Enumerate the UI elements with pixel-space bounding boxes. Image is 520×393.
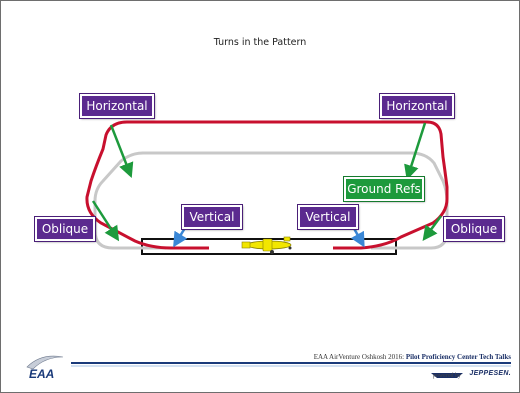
eaa-logo-swoosh: [26, 355, 64, 370]
eaa-logo: EAA: [29, 367, 55, 381]
label-horizontal-right: Horizontal: [379, 93, 455, 119]
oblique-right-arrow: [422, 215, 443, 242]
label-oblique-left: Oblique: [34, 216, 96, 242]
jeppesen-logo-mark: [431, 373, 463, 378]
powered-by-text: powered by: [432, 373, 461, 379]
label-horizontal-left: Horizontal: [79, 93, 155, 119]
horizontal-right-arrow: [404, 122, 427, 181]
footer-program: Pilot Proficiency Center Tech Talks: [405, 353, 511, 361]
label-vertical-right: Vertical: [297, 204, 359, 230]
footer-text: EAA AirVenture Oshkosh 2016: Pilot Profi…: [314, 353, 511, 361]
footer-event: EAA AirVenture Oshkosh 2016:: [313, 353, 406, 361]
label-oblique-right: Oblique: [443, 216, 505, 242]
label-vertical-left: Vertical: [181, 204, 243, 230]
oblique-left-arrow: [91, 200, 120, 242]
slide-title: Turns in the Pattern: [213, 37, 307, 48]
jeppesen-logo: JEPPESEN.: [469, 370, 511, 377]
label-ground-refs: Ground Refs: [343, 176, 425, 202]
aircraft-icon: [241, 236, 292, 254]
horizontal-left-arrow: [109, 124, 134, 178]
